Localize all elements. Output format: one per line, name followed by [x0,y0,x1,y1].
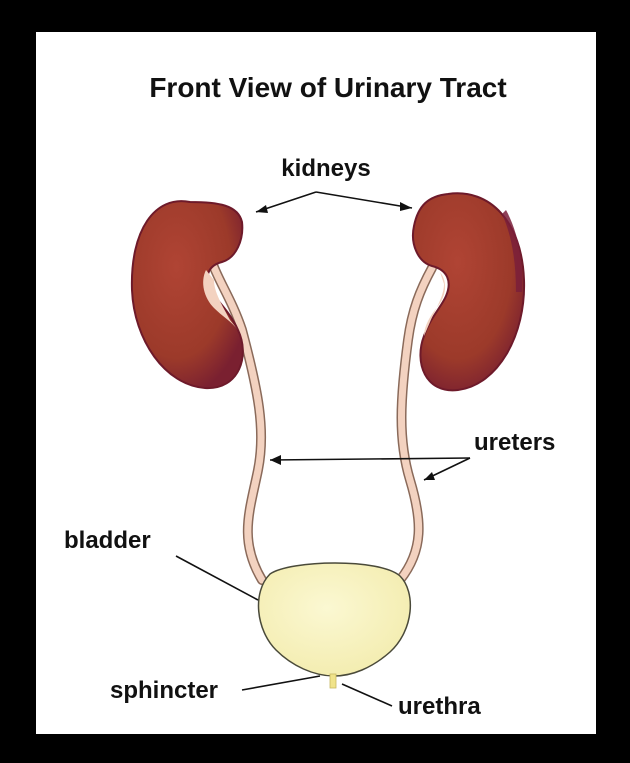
sphincter-pointer [242,676,320,690]
bladder-pointer [176,556,258,600]
label-bladder: bladder [64,527,151,554]
kidneys-pointers [256,192,412,213]
label-kidneys: kidneys [281,155,370,182]
bladder [259,563,411,676]
label-ureters: ureters [474,429,555,456]
urethra-pointer [342,684,392,706]
label-sphincter: sphincter [110,677,218,704]
right-kidney [413,193,524,390]
label-urethra: urethra [398,693,481,720]
ureters-pointers [270,455,470,480]
diagram-title: Front View of Urinary Tract [149,72,506,103]
urethra-tube [330,674,336,688]
